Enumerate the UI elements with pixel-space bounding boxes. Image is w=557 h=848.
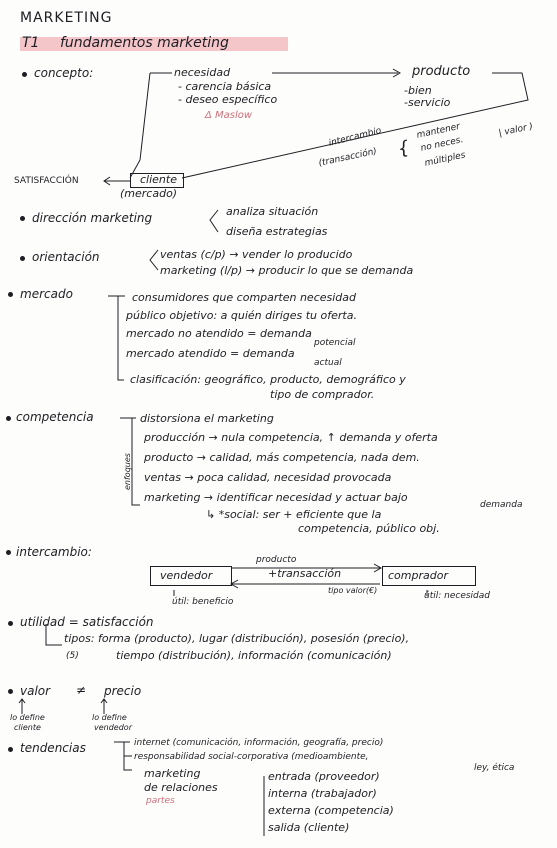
- mercado-actual: actual: [314, 358, 342, 368]
- concepto-carencia: - carencia básica: [178, 80, 272, 93]
- cliente-box: [130, 173, 184, 188]
- concepto-mercado: (mercado): [120, 187, 178, 200]
- intercambio-tipo-valor: tipo valor(€): [328, 586, 378, 595]
- orientacion-marketing: marketing (l/p) → producir lo que se dem…: [160, 264, 414, 277]
- tendencias-internet: internet (comunicación, información, geo…: [134, 738, 384, 748]
- mercado-potencial: potencial: [314, 338, 356, 348]
- competencia-ventas: ventas → poca calidad, necesidad provoca…: [144, 471, 392, 484]
- utilidad-tipos: tipos: forma (producto), lugar (distribu…: [64, 632, 410, 645]
- valor-vendedor: vendedor: [94, 723, 132, 732]
- mercado-atendido: mercado atendido = demanda: [126, 347, 295, 360]
- heading-mercado: mercado: [20, 287, 73, 301]
- mercado-publico: público objetivo: a quién diriges tu ofe…: [126, 309, 357, 322]
- valor-lo-define2: lo define: [92, 713, 127, 722]
- tendencias-marketing: marketing: [144, 767, 201, 780]
- competencia-producto: producto → calidad, más competencia, nad…: [144, 451, 420, 464]
- heading-valor: valor: [20, 684, 51, 698]
- competencia-marketing: marketing → identificar necesidad y actu…: [144, 491, 408, 504]
- competencia-demanda: demanda: [480, 500, 523, 510]
- bullet-mercado: [8, 292, 13, 297]
- competencia-enfoques: enfoques: [123, 453, 132, 490]
- tendencias-entrada: entrada (proveedor): [268, 770, 380, 783]
- mercado-clasificacion: clasificación: geográfico, producto, dem…: [130, 373, 406, 386]
- tendencias-interna: interna (trabajador): [268, 787, 377, 800]
- valor-neq: ≠: [76, 683, 87, 697]
- competencia-social: ↳ *social: ser + eficiente que la: [206, 508, 382, 521]
- concepto-deseo: - deseo específico: [178, 93, 278, 106]
- direccion-analiza: analiza situación: [226, 205, 319, 218]
- tendencias-de-relaciones: de relaciones: [144, 781, 218, 794]
- topic-title: fundamentos marketing: [60, 35, 229, 51]
- competencia-produccion: producción → nula competencia, ↑ demanda…: [144, 431, 438, 444]
- intercambio-producto: producto: [256, 555, 297, 565]
- mercado-consumidores: consumidores que comparten necesidad: [132, 291, 357, 304]
- orientacion-ventas: ventas (c/p) → vender lo producido: [160, 248, 353, 261]
- valor-cliente: cliente: [14, 723, 41, 732]
- heading-orientacion: orientación: [32, 250, 100, 264]
- intercambio-comprador: comprador: [388, 569, 448, 582]
- tendencias-salida: salida (cliente): [268, 821, 350, 834]
- bullet-concepto: [22, 72, 27, 77]
- topic-number: T1: [22, 35, 40, 51]
- direccion-disena: diseña estrategias: [226, 225, 328, 238]
- concepto-bien: -bien: [404, 84, 432, 97]
- concepto-necesidad: necesidad: [174, 66, 231, 79]
- heading-direccion: dirección marketing: [32, 211, 153, 225]
- concepto-producto: producto: [412, 64, 471, 79]
- heading-utilidad: utilidad = satisfacción: [20, 615, 154, 629]
- tendencias-responsabilidad: responsabilidad social-corporativa (medi…: [134, 752, 369, 762]
- bullet-direccion: [20, 216, 25, 221]
- title-highlight: [20, 37, 288, 51]
- bullet-intercambio: [6, 550, 11, 555]
- utilidad-count: (5): [66, 651, 79, 661]
- intercambio-util-necesidad: útil: necesidad: [424, 591, 490, 601]
- bullet-orientacion: [20, 256, 25, 261]
- concepto-satisfaccion: SATISFACCIÓN: [14, 176, 79, 186]
- competencia-social2: competencia, público obj.: [298, 522, 440, 535]
- utilidad-tiempo: tiempo (distribución), información (comu…: [116, 649, 392, 662]
- valor-lo-define: lo define: [10, 713, 45, 722]
- tendencias-externa: externa (competencia): [268, 804, 394, 817]
- heading-intercambio: intercambio:: [16, 545, 92, 559]
- tendencias-ley: ley, ética: [474, 763, 515, 773]
- intercambio-util-beneficio: útil: beneficio: [172, 597, 234, 607]
- heading-concepto: concepto:: [34, 66, 94, 80]
- mercado-tipo: tipo de comprador.: [270, 388, 375, 401]
- page-title: MARKETING: [20, 10, 113, 26]
- intercambio-transaccion: +transacción: [268, 567, 342, 580]
- mercado-no-atendido: mercado no atendido = demanda: [126, 327, 312, 340]
- competencia-distorsiona: distorsiona el marketing: [140, 412, 274, 425]
- intercambio-vendedor: vendedor: [160, 569, 213, 582]
- tendencias-partes: partes: [146, 796, 175, 806]
- vendedor-box: [150, 566, 232, 586]
- bullet-valor: [8, 689, 13, 694]
- bullet-tendencias: [8, 747, 13, 752]
- heading-tendencias: tendencias: [20, 741, 86, 755]
- concepto-servicio: -servicio: [404, 96, 451, 109]
- bullet-competencia: [6, 416, 11, 421]
- comprador-box: [382, 566, 476, 586]
- concepto-maslow: Δ Maslow: [205, 110, 253, 121]
- heading-competencia: competencia: [16, 410, 94, 424]
- bullet-utilidad: [8, 621, 13, 626]
- concepto-cliente: cliente: [140, 173, 177, 186]
- valor-precio: precio: [104, 684, 142, 698]
